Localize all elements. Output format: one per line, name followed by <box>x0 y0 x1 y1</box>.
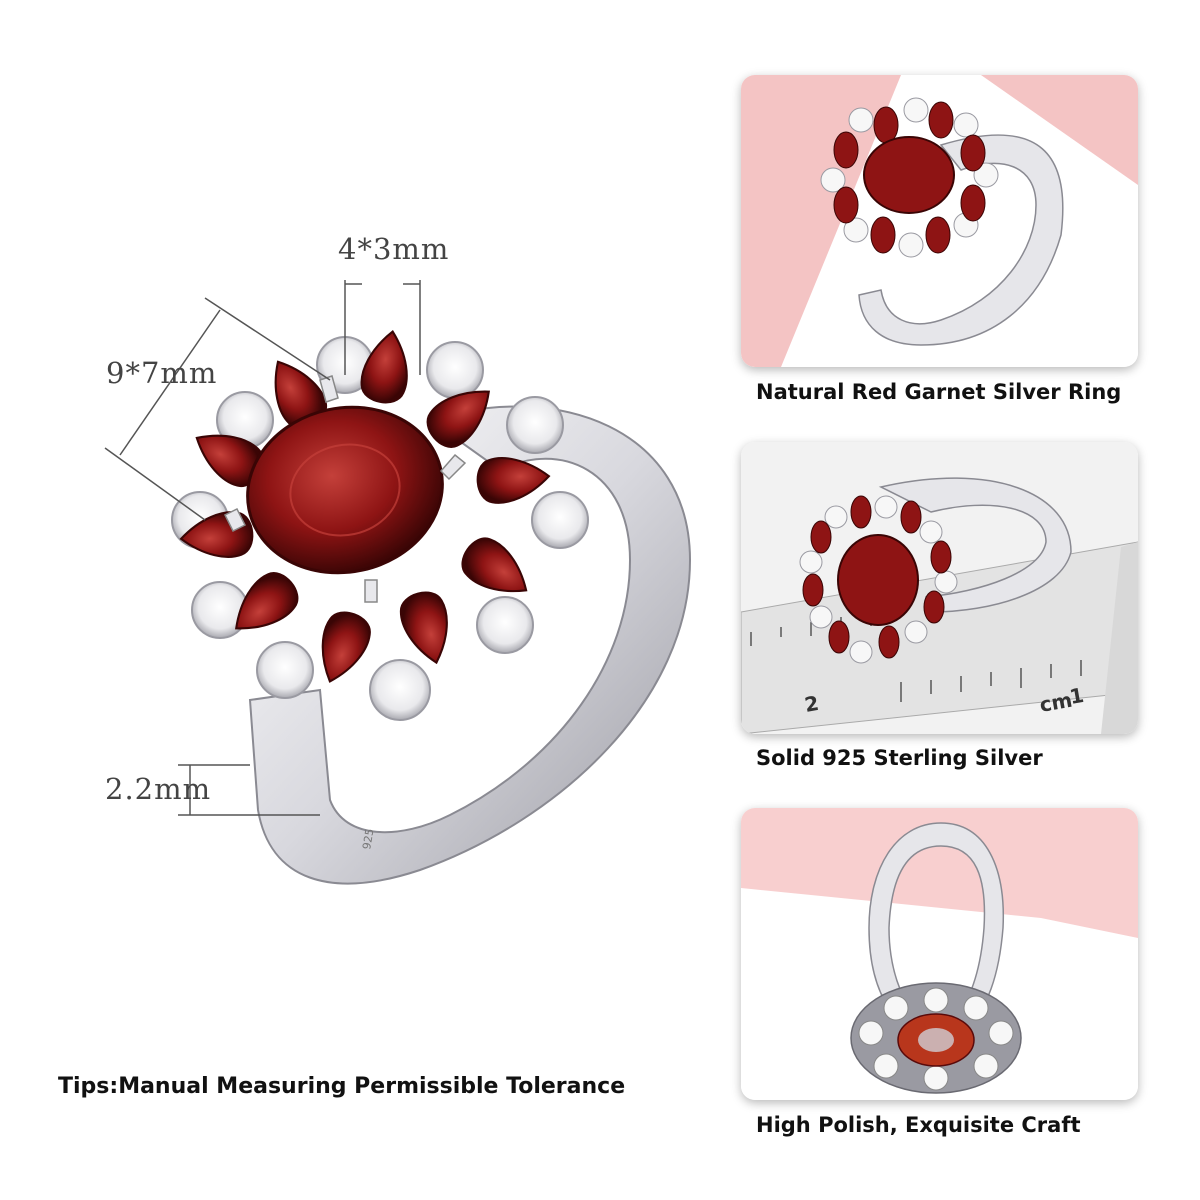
band-width-label: 2.2mm <box>105 772 212 806</box>
ruler-tick-1: 1 <box>1068 683 1086 709</box>
dimension-lines <box>104 280 421 816</box>
ring-band: 925 <box>248 405 692 885</box>
main-ring-figure: 925 <box>104 280 692 885</box>
center-garnet <box>223 375 467 603</box>
garnet-icon <box>863 136 955 214</box>
panel-ruler-view: cm 1 2 <box>741 442 1138 734</box>
ring-stamp: 925 <box>360 828 376 851</box>
panel-caption-3: High Polish, Exquisite Craft <box>756 1113 1081 1137</box>
panel-caption-2: Solid 925 Sterling Silver <box>756 746 1043 770</box>
panel-caption-1: Natural Red Garnet Silver Ring <box>756 380 1122 404</box>
halo-crystals <box>171 336 589 721</box>
panel-back-view <box>741 808 1138 1100</box>
prong-size-label: 4*3mm <box>338 232 450 266</box>
ruler-unit: cm <box>1038 688 1074 717</box>
ruler: cm 1 2 <box>741 541 1138 734</box>
ruler-tick-2: 2 <box>803 691 821 717</box>
tolerance-tip: Tips:Manual Measuring Permissible Tolera… <box>58 1074 626 1099</box>
panel-front-view <box>741 75 1138 367</box>
center-stone-size-label: 9*7mm <box>106 356 218 390</box>
